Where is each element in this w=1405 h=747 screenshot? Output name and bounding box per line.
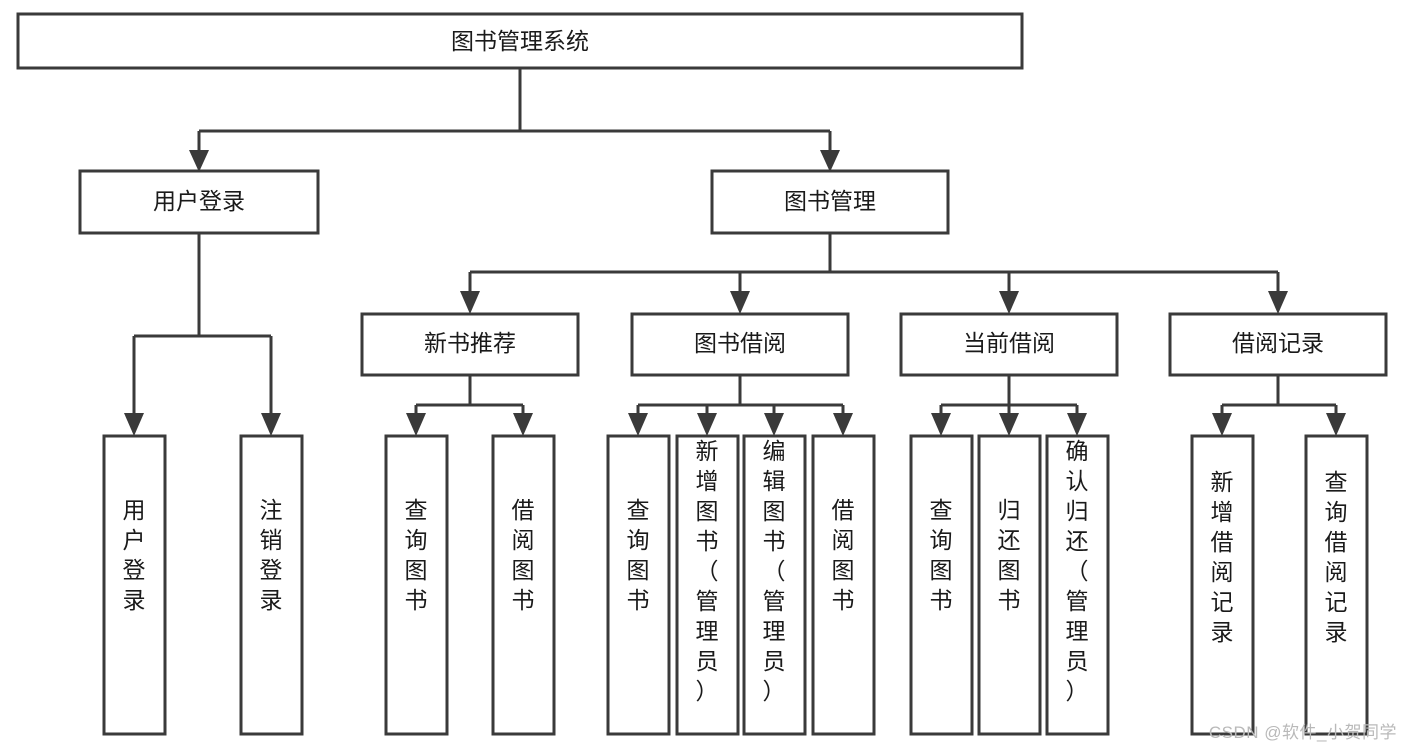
node-leaf-return-book-box[interactable]: [977, 434, 1042, 736]
node-new-book-rec-label: 新书推荐: [424, 330, 516, 356]
node-leaf-edit-book[interactable]: 编辑图书（管理员）: [742, 434, 807, 736]
arrow-head-leaf-query-book-3: [931, 413, 951, 436]
arrow-head-leaf-query-book-2: [628, 413, 648, 436]
node-book-borrow-box[interactable]: [630, 312, 850, 377]
node-leaf-query-record[interactable]: 查询借阅记录: [1304, 434, 1369, 736]
node-leaf-confirm-return-box[interactable]: [1045, 434, 1110, 736]
node-leaf-query-record-box[interactable]: [1304, 434, 1369, 736]
arrow-head-book-manage: [820, 150, 840, 172]
node-borrow-record-box[interactable]: [1168, 312, 1388, 377]
node-leaf-user-logout[interactable]: 注销登录: [239, 434, 304, 736]
arrow-head-new-book-rec: [460, 291, 480, 314]
node-leaf-user-logout-label: 注销登录: [260, 497, 283, 613]
arrow-head-leaf-query-record: [1326, 413, 1346, 436]
node-leaf-query-book-2-box[interactable]: [606, 434, 671, 736]
node-leaf-query-record-label: 查询借阅记录: [1325, 469, 1348, 645]
node-leaf-edit-book-box[interactable]: [742, 434, 807, 736]
node-leaf-confirm-return-label: 确认归还（管理员）: [1066, 438, 1089, 704]
node-leaf-borrow-book-1-box[interactable]: [491, 434, 556, 736]
node-leaf-user-login[interactable]: 用户登录: [102, 434, 167, 736]
node-book-borrow-label: 图书借阅: [694, 330, 786, 356]
node-leaf-borrow-book-1[interactable]: 借阅图书: [491, 434, 556, 736]
node-book-manage-box[interactable]: [710, 169, 950, 235]
node-user-login-label: 用户登录: [153, 188, 245, 214]
arrow-head-user-login: [189, 150, 209, 172]
arrow-head-leaf-query-book-1: [406, 413, 426, 436]
node-leaf-add-book-box[interactable]: [675, 434, 740, 736]
node-book-manage-label: 图书管理: [784, 188, 876, 214]
node-leaf-borrow-book-2-box[interactable]: [811, 434, 876, 736]
node-leaf-return-book-label: 归还图书: [998, 497, 1021, 613]
node-current-borrow-box[interactable]: [899, 312, 1119, 377]
node-current-borrow-label: 当前借阅: [963, 330, 1055, 356]
node-leaf-query-book-1-label: 查询图书: [405, 497, 428, 613]
arrow-head-borrow-record: [1268, 291, 1288, 314]
arrow-head-leaf-return-book: [999, 413, 1019, 436]
arrow-head-leaf-add-record: [1212, 413, 1232, 436]
node-root[interactable]: 图书管理系统: [16, 12, 1024, 70]
node-borrow-record[interactable]: 借阅记录: [1168, 312, 1388, 377]
node-leaf-add-book-label: 新增图书（管理员）: [696, 438, 719, 704]
node-leaf-query-book-1[interactable]: 查询图书: [384, 434, 449, 736]
node-leaf-query-book-1-box[interactable]: [384, 434, 449, 736]
arrow-head-leaf-confirm-return: [1067, 413, 1087, 436]
node-leaf-return-book[interactable]: 归还图书: [977, 434, 1042, 736]
node-new-book-rec[interactable]: 新书推荐: [360, 312, 580, 377]
node-new-book-rec-box[interactable]: [360, 312, 580, 377]
node-user-login-box[interactable]: [78, 169, 320, 235]
node-leaf-borrow-book-2-label: 借阅图书: [832, 497, 855, 613]
node-leaf-edit-book-label: 编辑图书（管理员）: [763, 438, 786, 704]
arrow-head-current-borrow: [999, 291, 1019, 314]
node-book-borrow[interactable]: 图书借阅: [630, 312, 850, 377]
arrow-head-leaf-edit-book: [764, 413, 784, 436]
arrow-head-leaf-user-logout: [261, 413, 281, 436]
node-leaf-borrow-book-1-label: 借阅图书: [512, 497, 535, 613]
node-current-borrow[interactable]: 当前借阅: [899, 312, 1119, 377]
node-leaf-confirm-return[interactable]: 确认归还（管理员）: [1045, 434, 1110, 736]
arrow-head-leaf-user-login: [124, 413, 144, 436]
node-book-manage[interactable]: 图书管理: [710, 169, 950, 235]
node-leaf-add-record[interactable]: 新增借阅记录: [1190, 434, 1255, 736]
node-root-box[interactable]: [16, 12, 1024, 70]
arrow-head-book-borrow: [730, 291, 750, 314]
arrow-head-leaf-borrow-book-2: [833, 413, 853, 436]
node-leaf-add-book[interactable]: 新增图书（管理员）: [675, 434, 740, 736]
node-leaf-query-book-3[interactable]: 查询图书: [909, 434, 974, 736]
arrow-head-leaf-add-book: [697, 413, 717, 436]
node-leaf-user-login-label: 用户登录: [123, 497, 146, 613]
node-leaf-user-logout-box[interactable]: [239, 434, 304, 736]
node-leaf-query-book-2-label: 查询图书: [627, 497, 650, 613]
node-leaf-add-record-label: 新增借阅记录: [1211, 469, 1234, 645]
node-leaf-add-record-box[interactable]: [1190, 434, 1255, 736]
arrow-head-leaf-borrow-book-1: [513, 413, 533, 436]
watermark-text: CSDN @软件_小贺同学: [1208, 723, 1397, 742]
node-root-label: 图书管理系统: [451, 28, 589, 54]
node-leaf-query-book-3-box[interactable]: [909, 434, 974, 736]
connector-layer: [124, 68, 1346, 436]
node-leaf-query-book-2[interactable]: 查询图书: [606, 434, 671, 736]
node-borrow-record-label: 借阅记录: [1232, 330, 1324, 356]
node-leaf-borrow-book-2[interactable]: 借阅图书: [811, 434, 876, 736]
node-leaf-query-book-3-label: 查询图书: [930, 497, 953, 613]
node-leaf-user-login-box[interactable]: [102, 434, 167, 736]
node-user-login[interactable]: 用户登录: [78, 169, 320, 235]
